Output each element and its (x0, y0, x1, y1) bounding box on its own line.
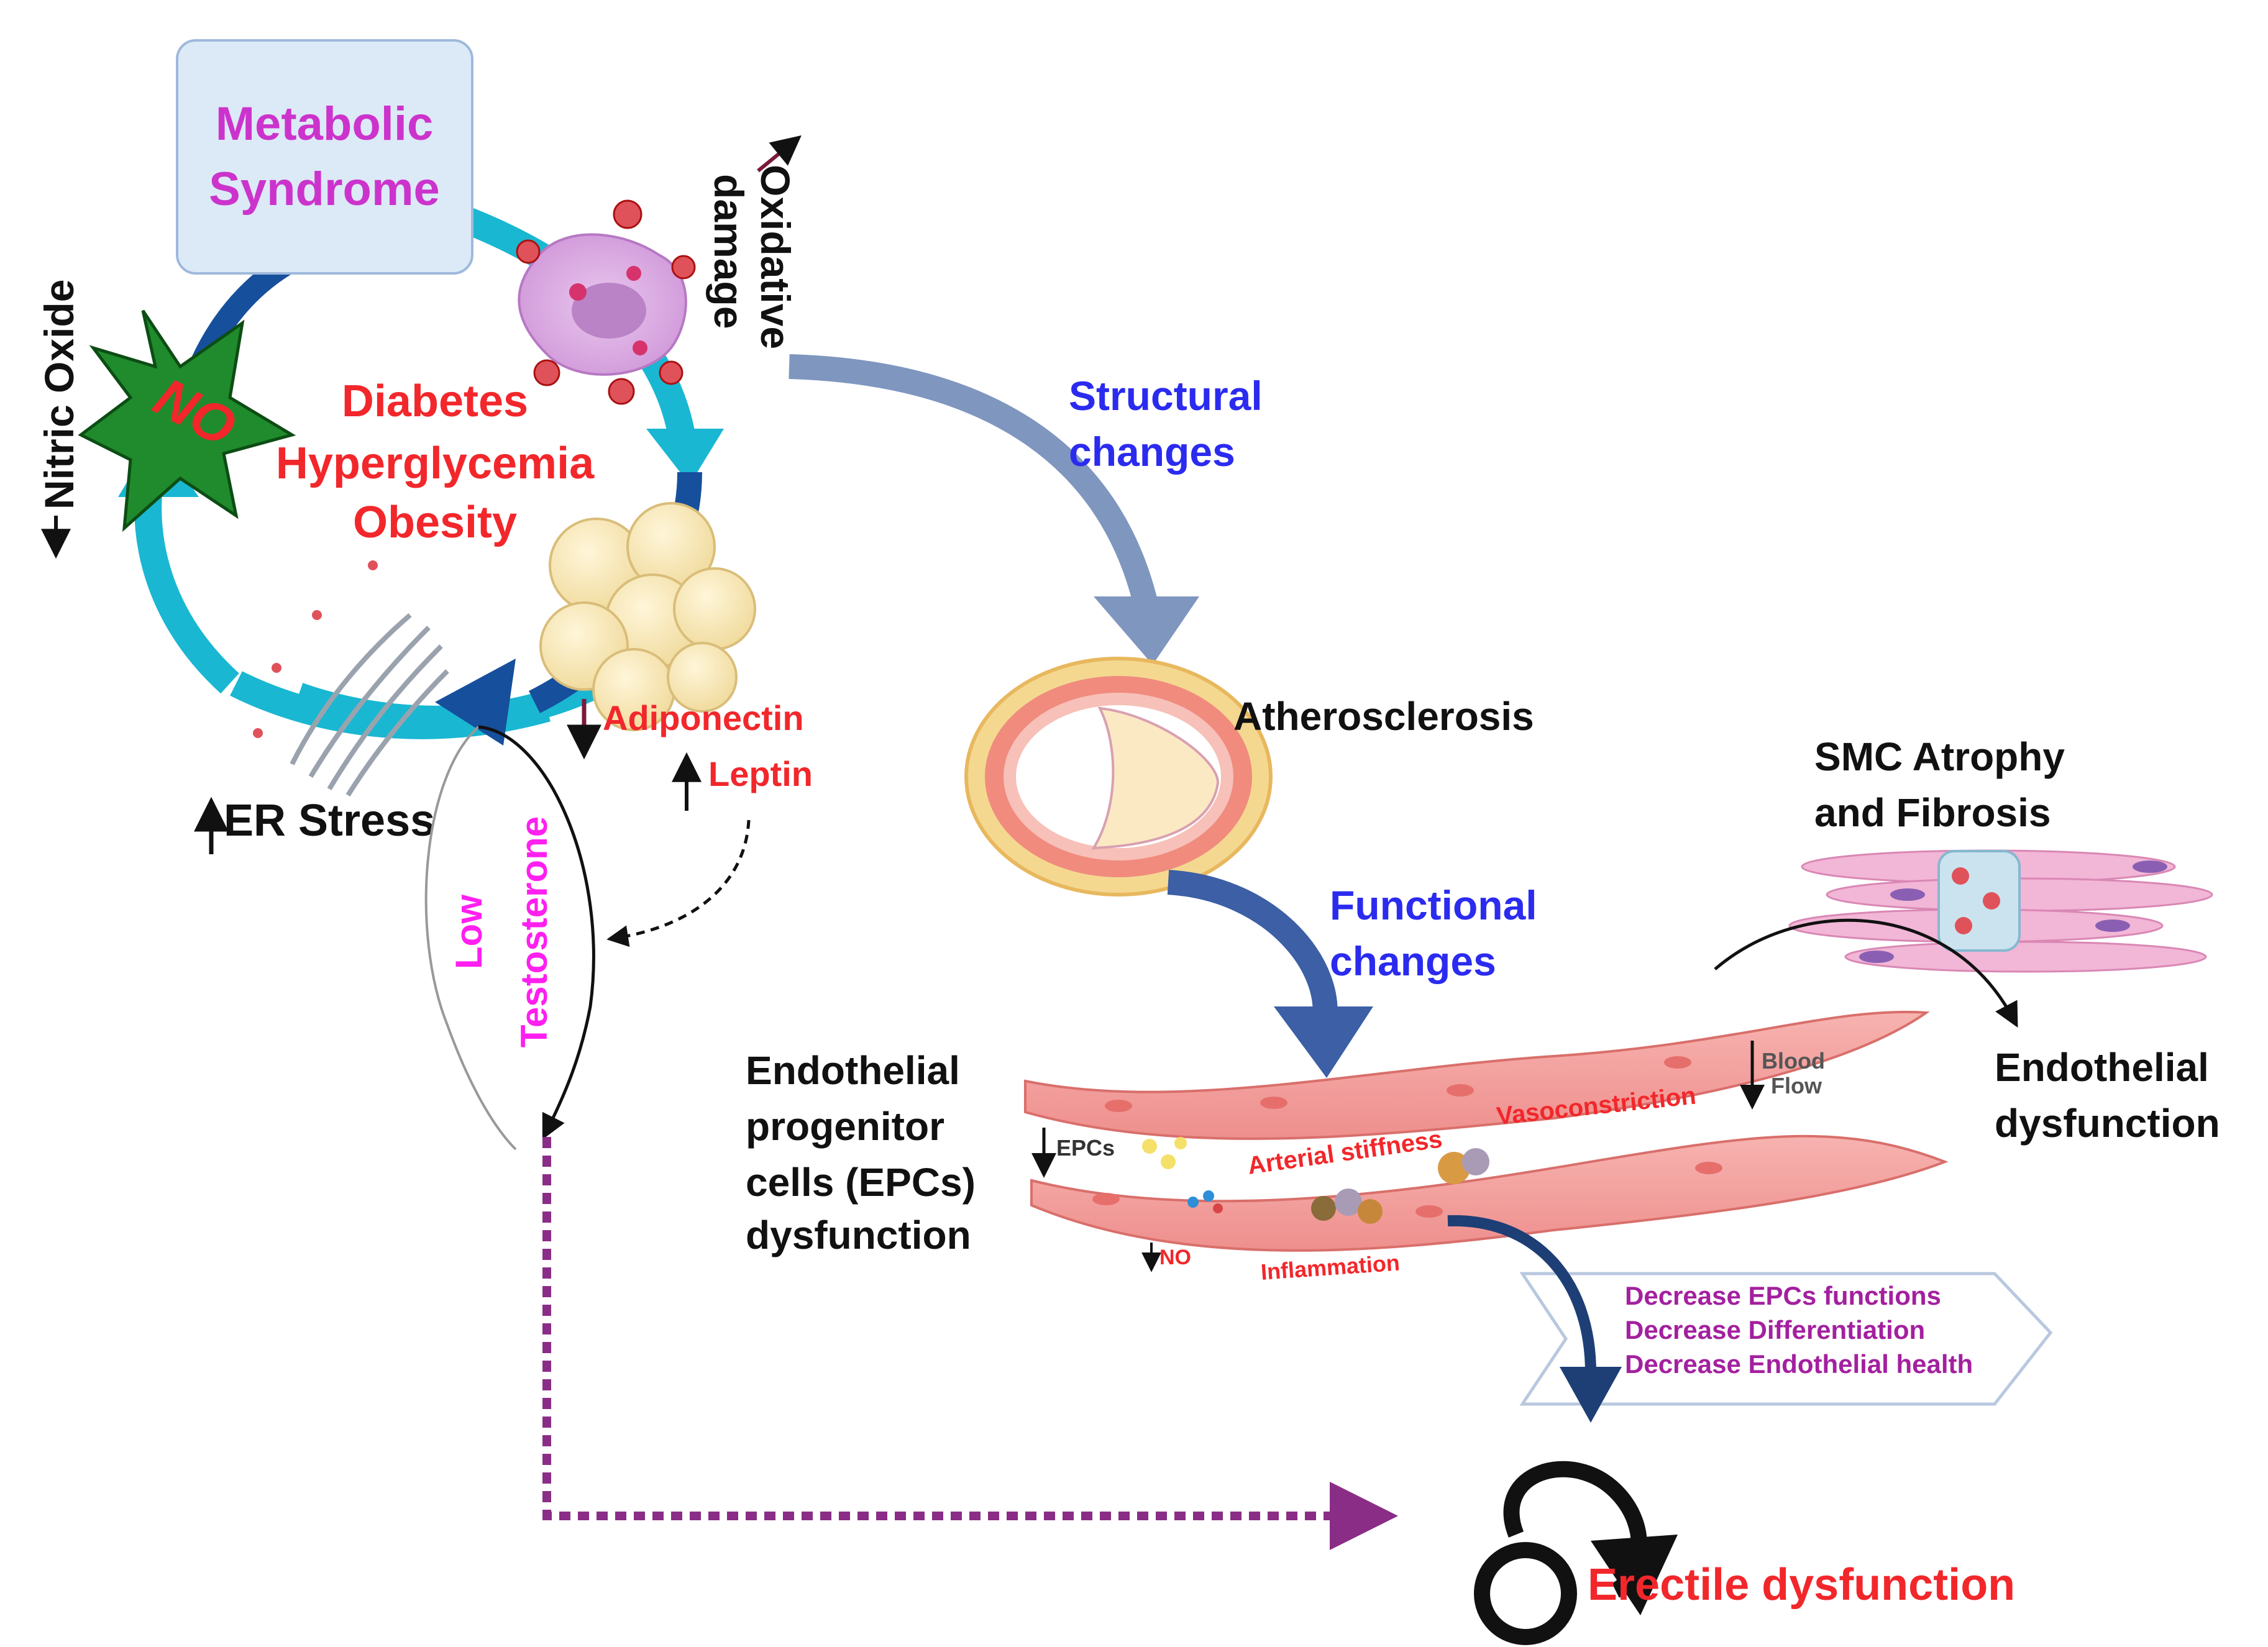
atherosclerosis-label: Atherosclerosis (1233, 694, 1534, 739)
testosterone-loop-left (424, 726, 517, 1151)
structural-changes-line-2: changes (1069, 429, 1235, 475)
oxidative-damage-line-1: Oxidative (752, 165, 798, 349)
smc-label-line-1: SMC Atrophy (1814, 734, 2065, 779)
functional-changes-line-2: changes (1330, 938, 1496, 984)
er-stress-spark-icon (368, 560, 378, 570)
nitric-oxide-label: Nitric Oxide (36, 280, 82, 509)
leptin-to-testosterone-dashed-arrow (606, 819, 751, 947)
epcs-label: EPCs (1056, 1135, 1115, 1161)
oxidative-damage-increase-arrow-icon (757, 135, 802, 173)
no-star-icon (78, 309, 296, 532)
epc-dysfunction-line-4: dysfunction (746, 1213, 971, 1257)
testosterone-to-ed-arrowhead (1330, 1482, 1398, 1550)
vessel-to-ed-arrowhead (1560, 1367, 1622, 1423)
leptin-label: Leptin (708, 754, 813, 793)
condition-obesity: Obesity (353, 498, 517, 547)
endoplasmic-reticulum-icon (290, 613, 449, 797)
epc-effect-1: Decrease EPCs functions (1625, 1281, 1941, 1310)
adiponectin-label: Adiponectin (603, 698, 804, 737)
endothelial-dysfunction-line-2: dysfunction (1995, 1101, 2220, 1146)
epc-dysfunction-line-2: progenitor (746, 1104, 944, 1149)
cycle-arrowhead-right (646, 429, 724, 485)
vessel-to-ed-arrow (1447, 1215, 1596, 1374)
cycle-arrow-segment-left (134, 483, 239, 694)
er-stress-label: ER Stress (224, 796, 435, 846)
male-symbol-icon (1474, 1461, 1678, 1645)
endothelial-dysfunction-line-1: Endothelial (1995, 1045, 2209, 1090)
er-stress-spark-icon (272, 663, 281, 673)
functional-changes-arrow (1167, 870, 1338, 1028)
structural-changes-arrow (789, 354, 1162, 624)
low-testosterone-line-2: Testosterone (513, 816, 555, 1047)
condition-diabetes: Diabetes (342, 376, 528, 426)
epc-effect-3: Decrease Endothelial health (1625, 1349, 1973, 1379)
inflammatory-cell-icon (516, 199, 696, 405)
inflammation-label: Inflammation (1260, 1249, 1401, 1285)
condition-hyperglycemia: Hyperglycemia (276, 439, 595, 488)
er-stress-spark-icon (253, 728, 263, 738)
smc-label-line-2: and Fibrosis (1814, 790, 2051, 835)
metabolic-syndrome-line-1: Metabolic (216, 98, 434, 150)
erectile-dysfunction-label: Erectile dysfunction (1588, 1560, 2015, 1610)
blood-vessel-icon (1024, 1010, 1949, 1252)
metabolic-syndrome-line-2: Syndrome (209, 163, 440, 216)
testosterone-loop-arrow (478, 725, 595, 1140)
oxidative-damage-line-2: damage (706, 174, 752, 329)
atherosclerotic-artery-icon (964, 657, 1273, 896)
blood-flow-line-2: Flow (1771, 1073, 1822, 1098)
smooth-muscle-cells-icon (1788, 849, 2213, 973)
er-stress-spark-icon (312, 610, 322, 620)
epc-dysfunction-line-3: cells (EPCs) (746, 1160, 976, 1205)
structural-changes-line-1: Structural (1069, 373, 1263, 419)
testosterone-to-ed-dotted-path (542, 1137, 1336, 1520)
epc-dysfunction-line-1: Endothelial (746, 1048, 960, 1093)
blood-flow-line-1: Blood (1762, 1048, 1825, 1074)
cycle-arrowhead-bottom (435, 659, 516, 746)
vessel-no-label: NO (1159, 1246, 1191, 1269)
structural-changes-arrowhead (1094, 596, 1199, 665)
epc-effect-2: Decrease Differentiation (1625, 1315, 1925, 1344)
functional-changes-arrowhead (1274, 1006, 1373, 1078)
epc-effects-box (1519, 1272, 2053, 1406)
smc-to-endothelial-arrow (1714, 918, 2018, 1028)
metabolic-syndrome-box (176, 39, 473, 275)
low-testosterone-line-1: Low (448, 895, 490, 969)
metabolic-cycle: Metabolic Syndrome NO Nitric Oxide Diabe… (36, 39, 813, 1151)
adipocytes-icon (539, 502, 756, 731)
functional-changes-line-1: Functional (1330, 882, 1537, 928)
